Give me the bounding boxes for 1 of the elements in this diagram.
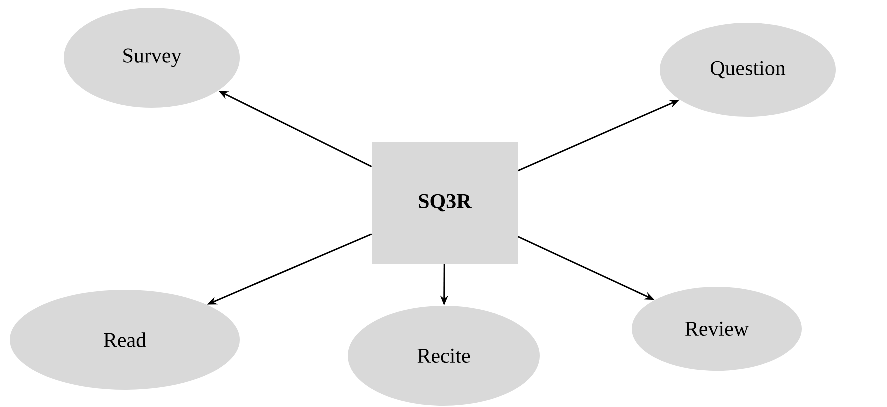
process-box: SQ3R (372, 142, 518, 264)
